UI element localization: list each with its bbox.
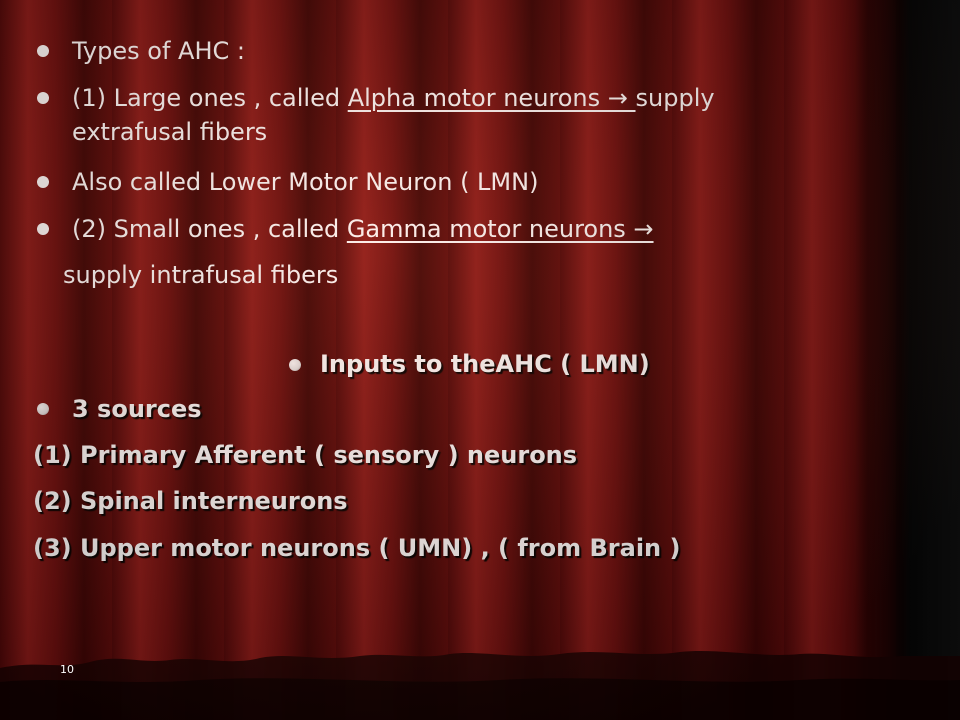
source-item: (3) Upper motor neurons ( UMN) , ( from … bbox=[33, 533, 680, 563]
page-number: 10 bbox=[60, 663, 74, 676]
bullet-dot bbox=[37, 92, 49, 104]
curtain-floor-shadow bbox=[0, 651, 960, 720]
bullet-dot bbox=[289, 359, 301, 371]
bullet-text: Also called Lower Motor Neuron ( LMN) bbox=[72, 168, 539, 196]
source-text: (2) Spinal interneurons bbox=[33, 487, 348, 515]
bullet-alpha-continuation: extrafusal fibers bbox=[72, 117, 267, 147]
continuation-line: supply intrafusal fibers bbox=[63, 260, 338, 290]
source-item: (2) Spinal interneurons bbox=[33, 486, 348, 516]
inputs-heading: Inputs to theAHC ( LMN) bbox=[320, 349, 650, 379]
source-text: (1) Primary Afferent ( sensory ) neurons bbox=[33, 441, 578, 469]
bullet-types-of-ahc: Types of AHC : bbox=[72, 36, 245, 66]
heading-text: Inputs to theAHC ( LMN) bbox=[320, 350, 650, 378]
bullet-text: Types of AHC : bbox=[72, 37, 245, 65]
sources-bullet-text: 3 sources bbox=[72, 395, 202, 423]
bullet-alpha-motor-neurons: (1) Large ones , called Alpha motor neur… bbox=[72, 83, 715, 113]
source-text: (3) Upper motor neurons ( UMN) , ( from … bbox=[33, 534, 681, 562]
gamma-motor-neurons-link: Gamma motor neurons → bbox=[346, 215, 654, 243]
source-item: (1) Primary Afferent ( sensory ) neurons bbox=[33, 440, 577, 470]
bullet-text-tail: supply bbox=[635, 84, 715, 112]
bullet-dot bbox=[37, 176, 49, 188]
bullet-lower-motor-neuron: Also called Lower Motor Neuron ( LMN) bbox=[72, 167, 538, 197]
bullet-gamma-motor-neurons: (2) Small ones , called Gamma motor neur… bbox=[72, 214, 654, 244]
bullet-dot bbox=[37, 403, 49, 415]
alpha-motor-neurons-link: Alpha motor neurons → bbox=[347, 84, 636, 112]
bullet-text-lead: (1) Large ones , called bbox=[72, 84, 348, 112]
bullet-dot bbox=[37, 223, 49, 235]
bullet-dot bbox=[37, 45, 49, 57]
bullet-text-line2: extrafusal fibers bbox=[72, 118, 268, 146]
continuation-text: supply intrafusal fibers bbox=[63, 261, 339, 289]
sources-bullet: 3 sources bbox=[72, 394, 202, 424]
bullet-text-lead: (2) Small ones , called bbox=[72, 215, 347, 243]
